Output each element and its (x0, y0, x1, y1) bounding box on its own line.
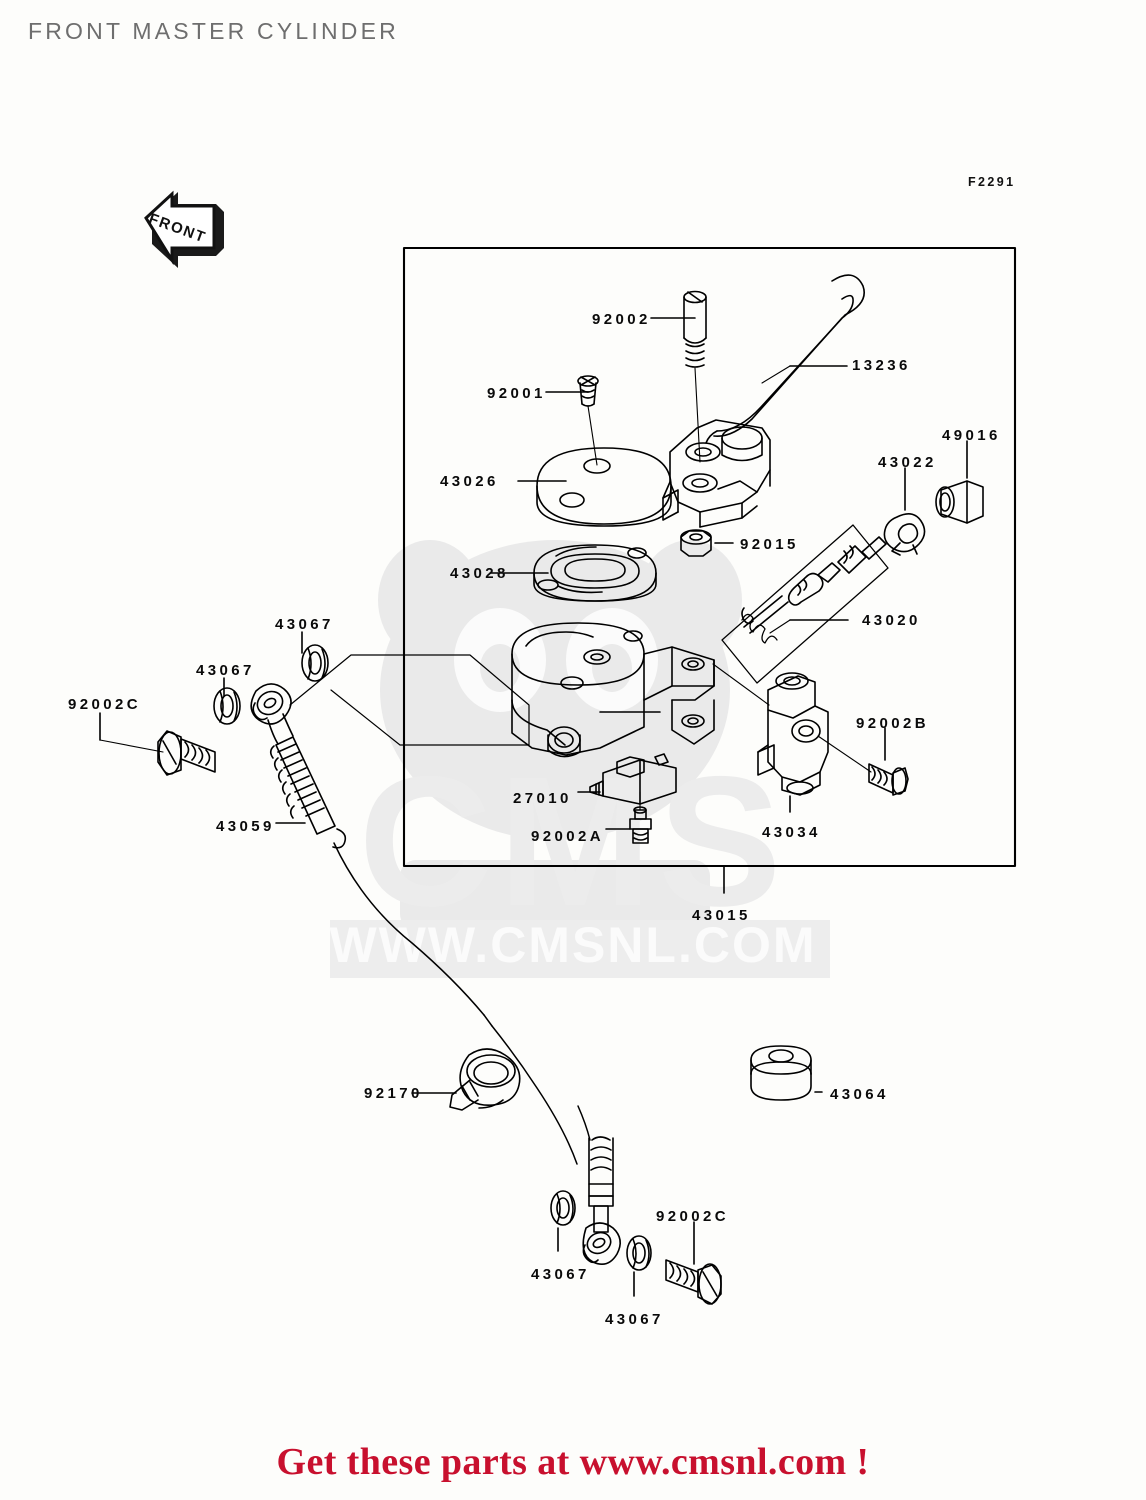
hose-attach-bracket (289, 654, 530, 746)
callout-label-43015: 43015 (692, 907, 751, 924)
part-43059 (250, 683, 591, 1165)
part-92002C-top (157, 730, 216, 776)
callout-label-43064: 43064 (830, 1086, 889, 1103)
part-43067-upper-b (213, 687, 241, 725)
callout-label-92002C-bot: 92002C (656, 1208, 729, 1225)
footer-cta[interactable]: Get these parts at www.cmsnl.com ! (276, 1441, 870, 1483)
callout-label-43067-bl: 43067 (531, 1266, 590, 1283)
part-13236 (662, 274, 865, 528)
callout-label-92001: 92001 (487, 385, 546, 402)
part-27010 (589, 753, 677, 805)
part-43067-bottom-b (626, 1235, 652, 1271)
front-arrow-icon: FRONT (138, 186, 234, 276)
part-92015 (680, 529, 712, 557)
callout-label-43026: 43026 (440, 473, 499, 490)
leader-92002C-top-tick (99, 739, 164, 753)
connector-body-43034 (712, 663, 770, 706)
watermark-text: WWW.CMSNL.COM (329, 917, 816, 973)
callout-label-43034: 43034 (762, 824, 821, 841)
lever-tip-line (761, 365, 791, 384)
callout-label-43059: 43059 (216, 818, 275, 835)
part-43022 (883, 513, 926, 556)
callout-label-43020: 43020 (862, 612, 921, 629)
part-43028 (533, 544, 657, 602)
connector-43034-bolt (817, 735, 872, 773)
page-title: FRONT MASTER CYLINDER (28, 18, 399, 44)
part-43067-bottom-a (550, 1190, 576, 1226)
callout-label-43067-upper: 43067 (275, 616, 334, 633)
callout-label-43028: 43028 (450, 565, 509, 582)
part-49016 (935, 480, 984, 524)
callout-label-92002B: 92002B (856, 715, 929, 732)
figure-code: F2291 (968, 175, 1016, 189)
part-92001 (577, 375, 599, 407)
callout-label-92002A: 92002A (531, 828, 604, 845)
part-92002C-bottom (665, 1259, 722, 1305)
callout-label-13236: 13236 (852, 357, 911, 374)
callout-label-92002C-top: 92002C (68, 696, 141, 713)
part-43064 (750, 1045, 812, 1101)
part-43067-upper-a (301, 644, 329, 682)
callout-label-92015: 92015 (740, 536, 799, 553)
callout-label-43022: 43022 (878, 454, 937, 471)
part-master-cylinder-body (511, 622, 715, 758)
part-43026 (536, 447, 672, 527)
callout-label-92170: 92170 (364, 1085, 423, 1102)
assembly-box (402, 246, 1017, 868)
assembly-line-92001 (587, 405, 598, 466)
callout-label-49016: 49016 (942, 427, 1001, 444)
callout-label-92002: 92002 (592, 311, 651, 328)
part-92002 (683, 290, 707, 368)
part-92002A (629, 806, 652, 844)
callout-label-43067-lower: 43067 (196, 662, 255, 679)
svg-text:CMS: CMS (358, 739, 787, 945)
part-43020 (721, 524, 889, 684)
callout-label-43067-br: 43067 (605, 1311, 664, 1328)
part-43034 (757, 672, 829, 796)
callout-label-27010: 27010 (513, 790, 572, 807)
part-92002B (868, 763, 909, 796)
part-92170 (449, 1048, 521, 1111)
part-hose-end-bottom (582, 1136, 621, 1265)
leader-43020-tick (769, 619, 791, 634)
assembly-line-92002 (694, 367, 701, 463)
